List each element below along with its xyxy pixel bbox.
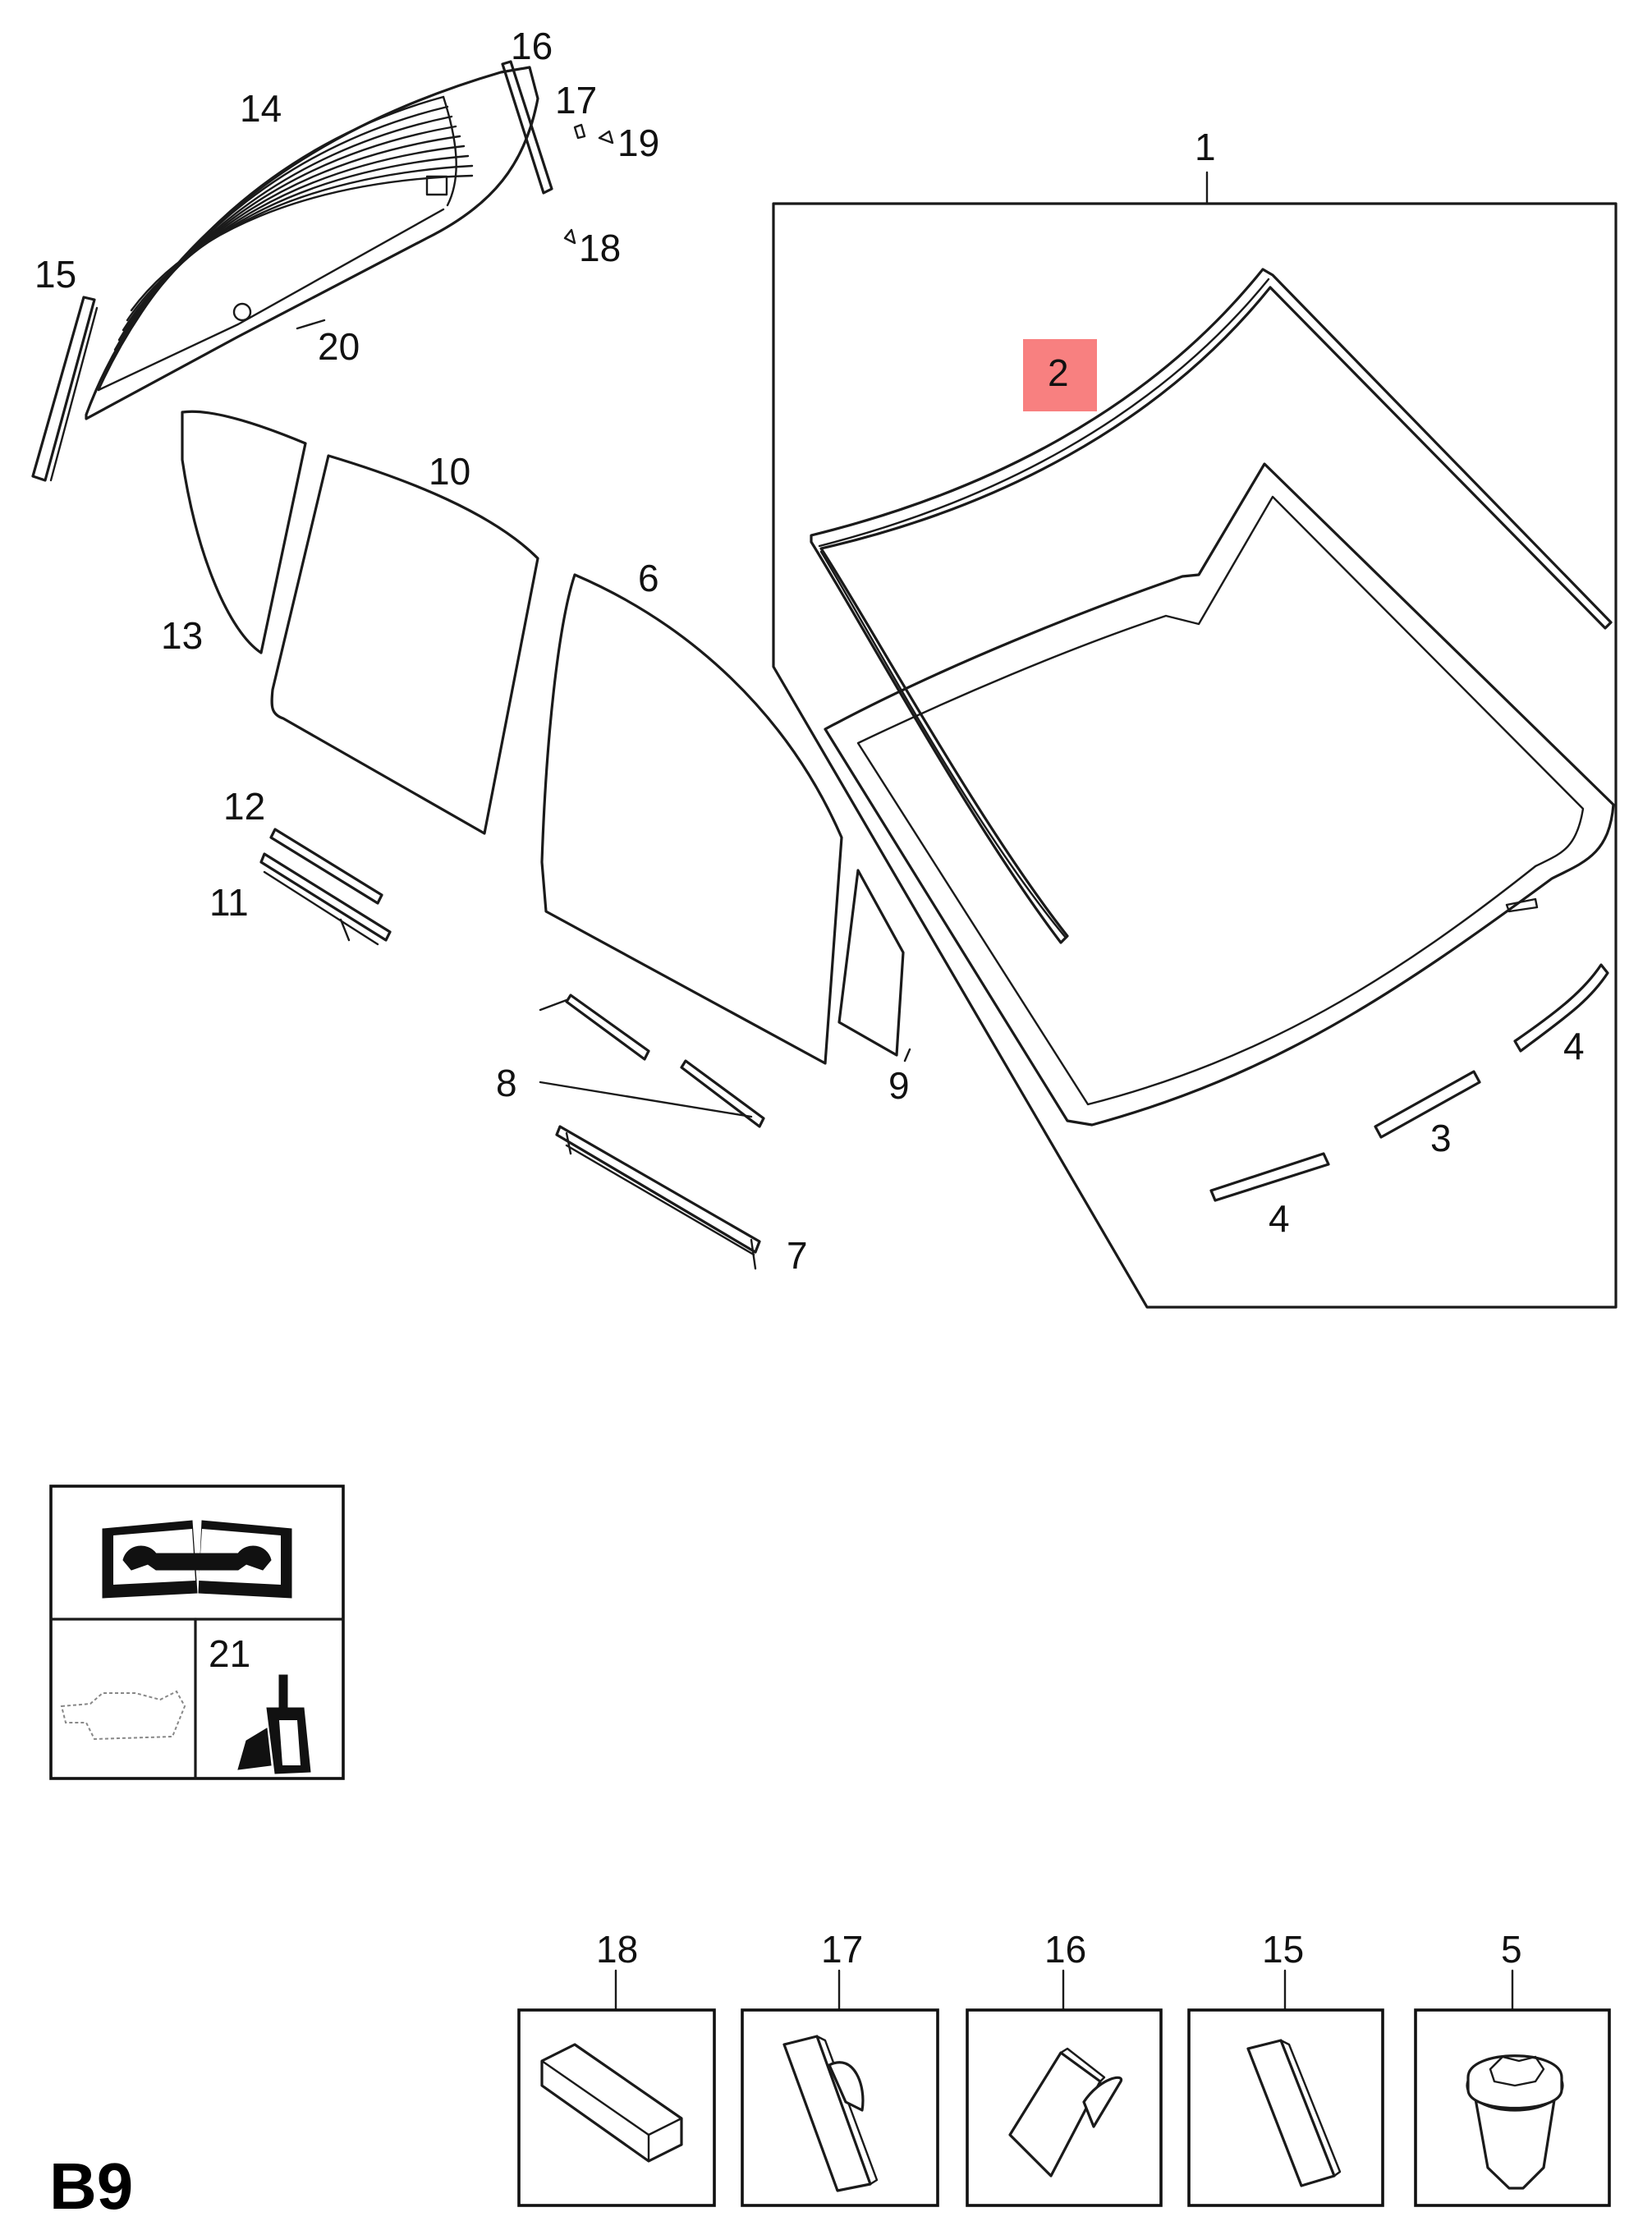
callout-1: 1	[1195, 126, 1216, 168]
detail-box-5[interactable]: 5	[1414, 1928, 1611, 2207]
adhesive-cartridge-icon[interactable]	[237, 1674, 311, 1774]
rear-window-part[interactable]	[85, 66, 539, 420]
rear-window-side-seal-part[interactable]	[31, 296, 99, 482]
callout-7: 7	[787, 1234, 808, 1277]
callout-19: 19	[617, 122, 659, 164]
window-channel-seal-7[interactable]	[555, 1125, 761, 1270]
callout-2: 2	[1048, 351, 1069, 394]
windscreen-spacer-3[interactable]	[1374, 1070, 1481, 1139]
rear-door-glass-10[interactable]	[270, 454, 539, 835]
detail-label-15: 15	[1262, 1928, 1304, 1971]
quarter-window-glass-13[interactable]	[181, 410, 307, 654]
callout-10: 10	[429, 450, 470, 493]
detail-box-16[interactable]: 16	[966, 1928, 1163, 2207]
callout-11: 11	[209, 881, 249, 924]
detail-label-16: 16	[1044, 1928, 1086, 1971]
highlight-callout-2	[1023, 339, 1097, 411]
callout-6: 6	[638, 557, 659, 599]
callout-leader-lines	[539, 171, 1209, 1118]
detail-box-15[interactable]: 15	[1187, 1928, 1384, 2207]
door-seal-strips-11-12[interactable]	[259, 828, 392, 946]
windscreen-glass-part[interactable]	[824, 462, 1615, 1127]
detail-box-17[interactable]: 17	[741, 1928, 939, 2207]
callout-4-right: 4	[1563, 1025, 1585, 1067]
detail-label-5: 5	[1501, 1928, 1522, 1971]
callout-12: 12	[223, 785, 265, 828]
callout-15: 15	[34, 253, 76, 296]
service-info-panel: 21	[49, 1485, 345, 1780]
windscreen-spacer-4-right[interactable]	[1513, 963, 1609, 1053]
callout-13: 13	[161, 614, 203, 657]
detail-label-17: 17	[821, 1928, 863, 1971]
front-quarter-glass-9[interactable]	[837, 869, 905, 1057]
windscreen-kit-frame	[772, 202, 1618, 1309]
callout-8: 8	[496, 1062, 517, 1104]
windscreen-seal-part[interactable]	[810, 268, 1613, 944]
callout-3: 3	[1430, 1117, 1452, 1159]
callout-18: 18	[579, 227, 621, 269]
window-seal-strips-8[interactable]	[565, 994, 765, 1128]
callout-16: 16	[511, 25, 553, 67]
detail-label-18: 18	[596, 1928, 638, 1971]
windscreen-spacer-4-left[interactable]	[1209, 1152, 1330, 1202]
callout-9: 9	[888, 1064, 910, 1107]
rear-window-trim-strip-part[interactable]	[501, 60, 553, 195]
callout-17: 17	[555, 79, 597, 122]
callout-20: 20	[318, 325, 360, 368]
callout-21: 21	[209, 1632, 250, 1675]
callout-4-left: 4	[1269, 1197, 1290, 1240]
vehicle-outline-icon	[60, 1690, 186, 1741]
repair-manual-wrench-icon[interactable]	[102, 1520, 292, 1599]
page-code: B9	[49, 2150, 133, 2223]
small-clips-parts[interactable]	[296, 123, 614, 330]
callout-14: 14	[240, 87, 282, 130]
front-door-glass-6[interactable]	[540, 573, 843, 1065]
detail-box-18[interactable]: 18	[517, 1928, 716, 2207]
callout-labels: 1 2 3 4 4 6 7 8 9 10 11 12 13 14 15 16 1…	[34, 25, 1585, 1277]
